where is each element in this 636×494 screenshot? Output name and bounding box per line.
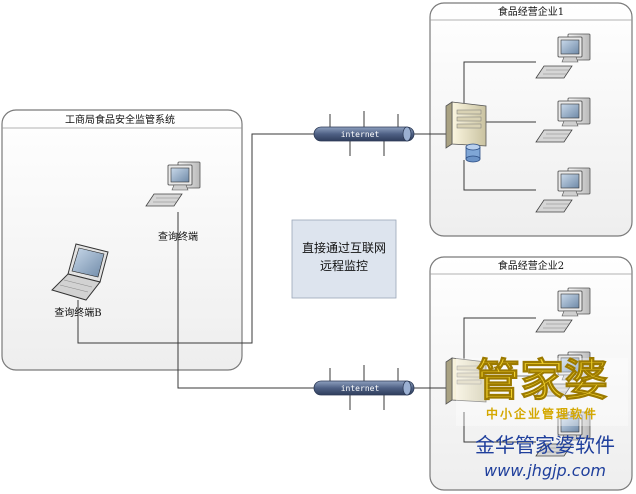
- enterprise-2-title: 食品经营企业2: [498, 259, 564, 272]
- server-icon[interactable]: [445, 101, 487, 149]
- watermark-logo: 管家婆: [476, 355, 608, 406]
- center-note-line2: 远程监控: [320, 258, 368, 273]
- terminal-a-label: 查询终端: [158, 230, 198, 243]
- watermark-brand: 金华管家婆软件: [475, 433, 615, 457]
- regulator-title: 工商局食品安全监管系统: [65, 113, 175, 126]
- center-note: 直接通过互联网 远程监控: [291, 219, 397, 299]
- terminal-b-label: 查询终端B: [54, 306, 101, 319]
- connection-wires: [77, 61, 536, 443]
- database-icon: [465, 143, 481, 163]
- enterprise-1-title: 食品经营企业1: [498, 5, 564, 18]
- watermark-slogan: 中小企业管理软件: [486, 406, 598, 421]
- internet-label-top: internet: [341, 130, 380, 139]
- internet-pipe-bottom: internet: [313, 380, 415, 396]
- watermark: 管家婆 中小企业管理软件 金华管家婆软件 www.jhgjp.com: [456, 355, 628, 480]
- regulator-panel: 工商局食品安全监管系统: [1, 109, 243, 371]
- internet-pipe-top: internet: [313, 126, 415, 142]
- watermark-url: www.jhgjp.com: [484, 461, 606, 480]
- internet-label-bottom: internet: [341, 384, 380, 393]
- center-note-line1: 直接通过互联网: [302, 240, 386, 255]
